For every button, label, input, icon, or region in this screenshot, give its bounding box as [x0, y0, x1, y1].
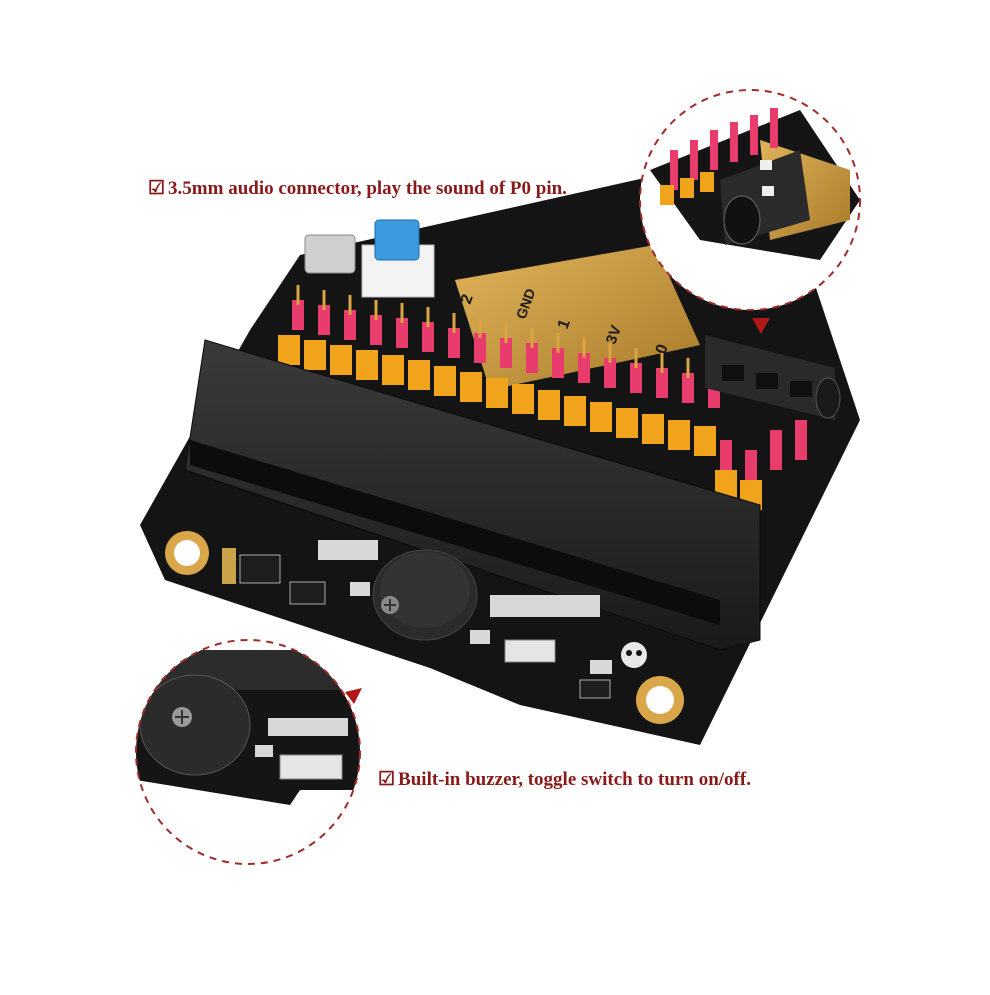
reset-button-housing	[361, 244, 435, 298]
buzzer-caption: ☑Built-in buzzer, toggle switch to turn …	[378, 768, 751, 791]
pin-header-rows	[278, 285, 807, 510]
buzzer-caption-text: Built-in buzzer, toggle switch to turn o…	[398, 769, 751, 790]
checkbox-icon: ☑	[148, 178, 166, 199]
audio-connector-caption: ☑3.5mm audio connector, play the sound o…	[148, 177, 567, 200]
edge-connector-slot	[184, 339, 761, 651]
skull-logo-icon	[621, 642, 647, 668]
toggle-switch	[504, 639, 556, 663]
audio-caption-text: 3.5mm audio connector, play the sound of…	[168, 178, 567, 199]
reset-button	[374, 219, 420, 261]
red-pointer-icon	[752, 318, 770, 334]
pcb-board: 2 GND 1 3V 0	[140, 150, 860, 745]
audio-zoom-inset	[639, 89, 861, 334]
micro-usb-port	[304, 234, 356, 274]
checkbox-icon: ☑	[378, 769, 396, 790]
buzzer-zoom-inset	[135, 639, 362, 865]
red-pointer-icon	[345, 688, 362, 704]
smd-components	[222, 540, 612, 699]
audio-jack	[705, 335, 841, 420]
buzzer	[372, 549, 478, 641]
pin-label: 3V	[603, 323, 625, 346]
gold-pad-area	[455, 245, 700, 390]
